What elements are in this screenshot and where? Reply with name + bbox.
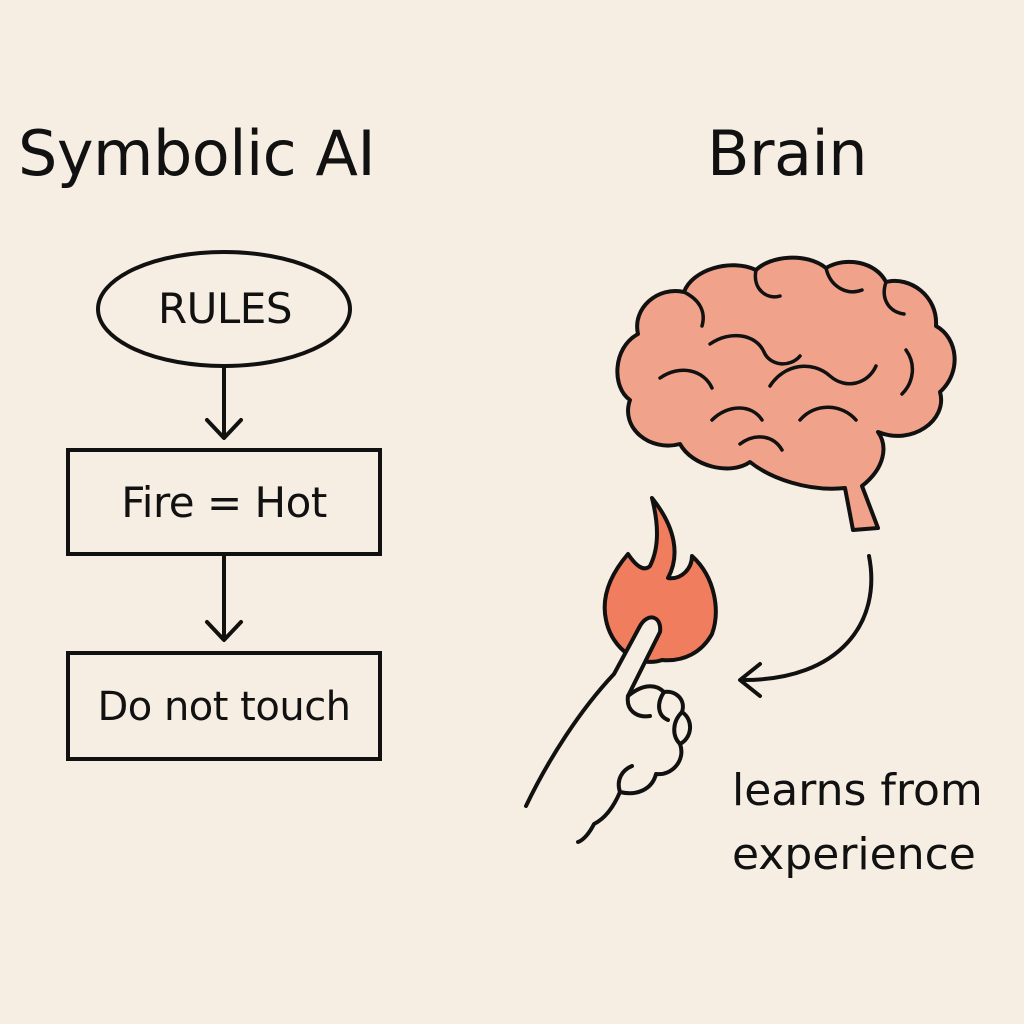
action-label: Do not touch bbox=[97, 684, 351, 730]
rules-label: RULES bbox=[157, 284, 293, 333]
brain-title: Brain bbox=[707, 117, 868, 190]
flame-icon bbox=[602, 496, 718, 664]
caption-line-2: experience bbox=[732, 829, 976, 880]
symbolic-ai-title: Symbolic AI bbox=[18, 117, 376, 190]
caption-line-1: learns from bbox=[732, 765, 983, 816]
arrow-fact-to-action bbox=[205, 554, 243, 642]
action-box bbox=[66, 651, 382, 761]
brain-icon bbox=[615, 255, 957, 532]
arrow-rules-to-fact bbox=[205, 366, 243, 440]
pointing-hand-icon bbox=[524, 615, 692, 844]
fact-label: Fire = Hot bbox=[121, 478, 327, 527]
experience-arrow bbox=[738, 554, 874, 698]
